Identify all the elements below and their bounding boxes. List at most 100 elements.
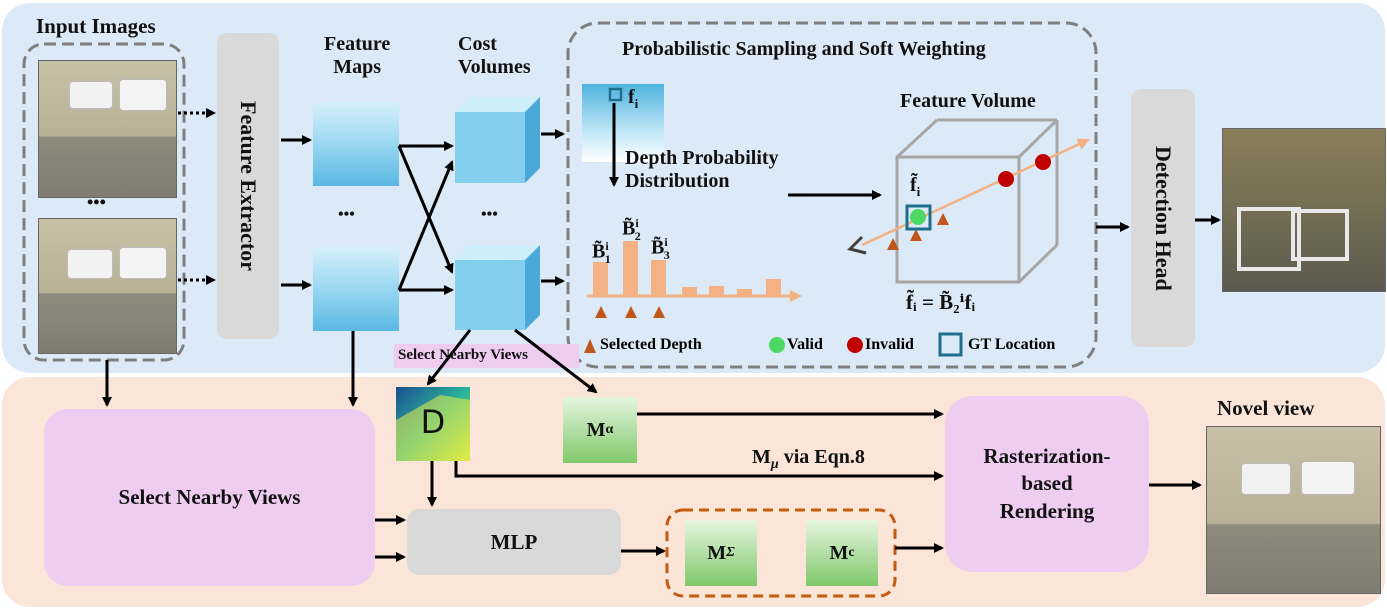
raster-box: [945, 396, 1149, 572]
select-nearby-tag: Select Nearby Views: [398, 347, 528, 363]
sink-icon: [1241, 463, 1291, 495]
b1-sub: 1: [604, 251, 611, 266]
probabilistic-title: Probabilistic Sampling and Soft Weightin…: [622, 38, 986, 60]
m-c-sub: c: [848, 545, 855, 560]
m-alpha-sub: α: [605, 422, 614, 437]
m-mu-sub: μ: [770, 457, 779, 472]
depth-D-label: D: [420, 403, 446, 441]
camera-icon: [847, 235, 867, 255]
input-image-2: [38, 218, 177, 354]
sink-icon-2: [119, 247, 167, 279]
b2-sub: 2: [634, 228, 641, 243]
fi-sub: i: [634, 96, 639, 111]
detection-head-label: Detection Head: [1151, 145, 1176, 291]
detection-output-image: [1222, 128, 1386, 292]
cost-volumes-label: Cost Volumes: [458, 33, 531, 78]
ellipsis-images: •••: [87, 192, 106, 212]
ellipsis-feature-maps: •••: [338, 206, 355, 223]
depth-distribution-bars: [593, 241, 781, 296]
sink-icon: [67, 249, 113, 279]
fi-tilde-text: f̃: [910, 174, 917, 196]
raster-label: Rasterization- based Rendering: [983, 444, 1111, 523]
legend-invalid-icon: [847, 337, 863, 353]
fi-marker: [608, 87, 623, 102]
ray-selected-depths: [887, 213, 949, 250]
bbox-icon-2: [1291, 209, 1349, 261]
bbox-icon: [1237, 207, 1301, 271]
novel-view-label: Novel view: [1217, 396, 1315, 420]
b3-label: B̃i3: [651, 235, 670, 262]
legend-invalid: Invalid: [865, 336, 914, 354]
m-group: [665, 508, 897, 598]
feature-map-bottom: [313, 247, 399, 331]
invalid-point-1: [998, 171, 1014, 187]
b1-text: B̃: [592, 240, 606, 263]
gt-location-box: [905, 204, 932, 231]
b3-sub: 3: [663, 247, 670, 262]
b3-text: B̃: [651, 236, 665, 259]
b2-label: B̃i2: [622, 216, 641, 243]
legend-valid-icon: [769, 337, 785, 353]
b3-sup: i: [664, 235, 668, 249]
input-images-label: Input Images: [36, 14, 156, 38]
b2-sup: i: [635, 216, 639, 230]
fi-label: fi: [628, 86, 638, 112]
m-c-box: [806, 520, 878, 586]
feature-map-top: [313, 102, 399, 186]
feature-volume-label: Feature Volume: [900, 90, 1036, 112]
input-images-group: [22, 42, 186, 362]
feature-extractor-box: [217, 33, 279, 339]
feature-volume-cube: [895, 118, 1059, 284]
fi-text: f: [628, 86, 635, 108]
novel-view-image: [1206, 426, 1381, 594]
select-nearby-views-box: [44, 409, 375, 586]
sink-icon: [69, 81, 113, 109]
legend-selected-icon: [584, 339, 596, 353]
mlp-box: [407, 509, 621, 575]
b1-label: B̃i1: [592, 239, 611, 266]
legend-gt: GT Location: [968, 336, 1055, 354]
mlp-label: MLP: [490, 529, 538, 554]
invalid-point-2: [1035, 154, 1051, 170]
sink-icon-2: [1301, 461, 1355, 495]
select-nearby-views-label: Select Nearby Views: [118, 485, 301, 509]
legend-valid: Valid: [787, 336, 823, 354]
m-sigma-text: M: [707, 541, 727, 564]
legend-selected: Selected Depth: [600, 336, 702, 354]
feature-maps-label: Feature Maps: [324, 33, 391, 78]
valid-point: [910, 209, 926, 225]
legend-gt-text: GT Location: [968, 336, 1056, 353]
m-alpha-text: M: [586, 418, 606, 441]
camera-ray: [861, 138, 1090, 247]
m-c-text: M: [829, 541, 849, 564]
sink-icon-2: [119, 79, 167, 111]
m-sigma-sub: Σ: [726, 545, 735, 560]
detection-head-box: [1131, 89, 1195, 347]
m-sigma-box: [685, 520, 757, 586]
depth-distribution-label: Depth Probability Distribution: [625, 147, 779, 192]
m-mu-suffix: via Eqn.8: [778, 446, 865, 468]
legend-gt-icon: [938, 332, 963, 357]
probabilistic-group: [566, 21, 1098, 369]
equation-label: f̃ᵢ = B̃₂ⁱfᵢ: [906, 290, 976, 314]
legend-invalid-text: Invalid: [865, 336, 914, 353]
fi-tilde-label: f̃i: [910, 174, 920, 200]
b1-sup: i: [605, 239, 609, 253]
b2-text: B̃: [622, 217, 636, 240]
cost-volume-top: [455, 97, 540, 183]
cost-volume-bottom: [455, 245, 540, 330]
input-image-1: [38, 60, 177, 198]
fi-tilde-sub: i: [916, 184, 921, 199]
m-alpha-box: [563, 397, 637, 463]
fi-tile: [582, 84, 664, 162]
selected-depth-markers: [595, 306, 665, 318]
legend-selected-text: Selected Depth: [600, 336, 702, 353]
ellipsis-cost-volumes: •••: [481, 206, 498, 223]
m-mu-text: M: [752, 446, 771, 468]
m-mu-label: Mμ via Eqn.8: [752, 446, 865, 473]
legend-valid-text: Valid: [787, 336, 823, 353]
